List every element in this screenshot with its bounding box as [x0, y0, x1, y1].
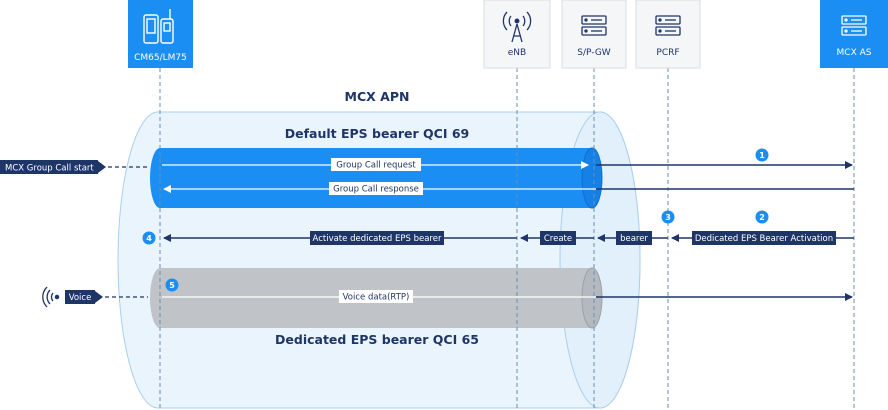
default-bearer-tube: [150, 147, 603, 209]
msg-group-call-response: Group Call response: [163, 182, 854, 195]
server-icon: [841, 15, 867, 36]
trigger-voice: Voice: [42, 286, 148, 308]
ue-label: CM65/LM75: [134, 53, 187, 63]
antenna-icon: [502, 11, 532, 43]
msg-voice-data-label: Voice data(RTP): [343, 293, 410, 303]
msg-dedicated-activation-label: Dedicated EPS Bearer Activation: [695, 234, 833, 244]
node-spgw: S/P-GW: [561, 0, 627, 69]
apn-title: MCX APN: [345, 89, 410, 104]
pcrf-label: PCRF: [656, 48, 679, 58]
step-badge-2: 2: [755, 210, 769, 224]
step-badge-4: 4: [142, 231, 156, 245]
msg-activate-dedicated: Activate dedicated EPS bearer: [163, 231, 517, 245]
msg-create-label: Create: [544, 234, 572, 244]
sound-waves-icon: [42, 286, 60, 308]
msg-activate-dedicated-label: Activate dedicated EPS bearer: [313, 234, 442, 244]
server-icon: [655, 15, 681, 36]
step-badge-5: 5: [165, 278, 179, 292]
node-pcrf: PCRF: [635, 0, 701, 69]
msg-bearer-label: bearer: [620, 234, 648, 244]
step-badge-3: 3: [661, 210, 675, 224]
trigger-group-call: MCX Group Call start: [0, 160, 148, 174]
msg-group-call-request-label: Group Call request: [336, 161, 416, 171]
trigger-voice-label: Voice: [69, 293, 92, 303]
spgw-label: S/P-GW: [577, 48, 611, 58]
svg-text:5: 5: [169, 281, 175, 290]
svg-text:2: 2: [759, 213, 765, 222]
node-ue: CM65/LM75: [128, 0, 193, 68]
dedicated-bearer-title: Dedicated EPS bearer QCI 65: [275, 332, 479, 347]
msg-voice-data: Voice data(RTP): [162, 290, 853, 303]
server-icon: [581, 15, 607, 36]
svg-text:1: 1: [759, 151, 765, 160]
trigger-group-call-label: MCX Group Call start: [5, 164, 94, 174]
msg-group-call-response-label: Group Call response: [333, 185, 419, 195]
msg-bearer: bearer: [597, 231, 668, 245]
step-badge-1: 1: [755, 148, 769, 162]
msg-create: Create: [520, 231, 594, 245]
node-enb: eNB: [483, 0, 551, 69]
enb-label: eNB: [508, 48, 526, 58]
svg-text:3: 3: [665, 213, 671, 222]
node-mcxas: MCX AS: [820, 0, 888, 68]
msg-dedicated-activation: Dedicated EPS Bearer Activation: [671, 231, 854, 245]
handsets-icon: [143, 9, 174, 44]
msg-group-call-request: Group Call request: [162, 158, 853, 171]
mcxas-label: MCX AS: [837, 48, 872, 58]
default-bearer-title: Default EPS bearer QCI 69: [285, 126, 470, 141]
svg-text:4: 4: [146, 234, 152, 243]
